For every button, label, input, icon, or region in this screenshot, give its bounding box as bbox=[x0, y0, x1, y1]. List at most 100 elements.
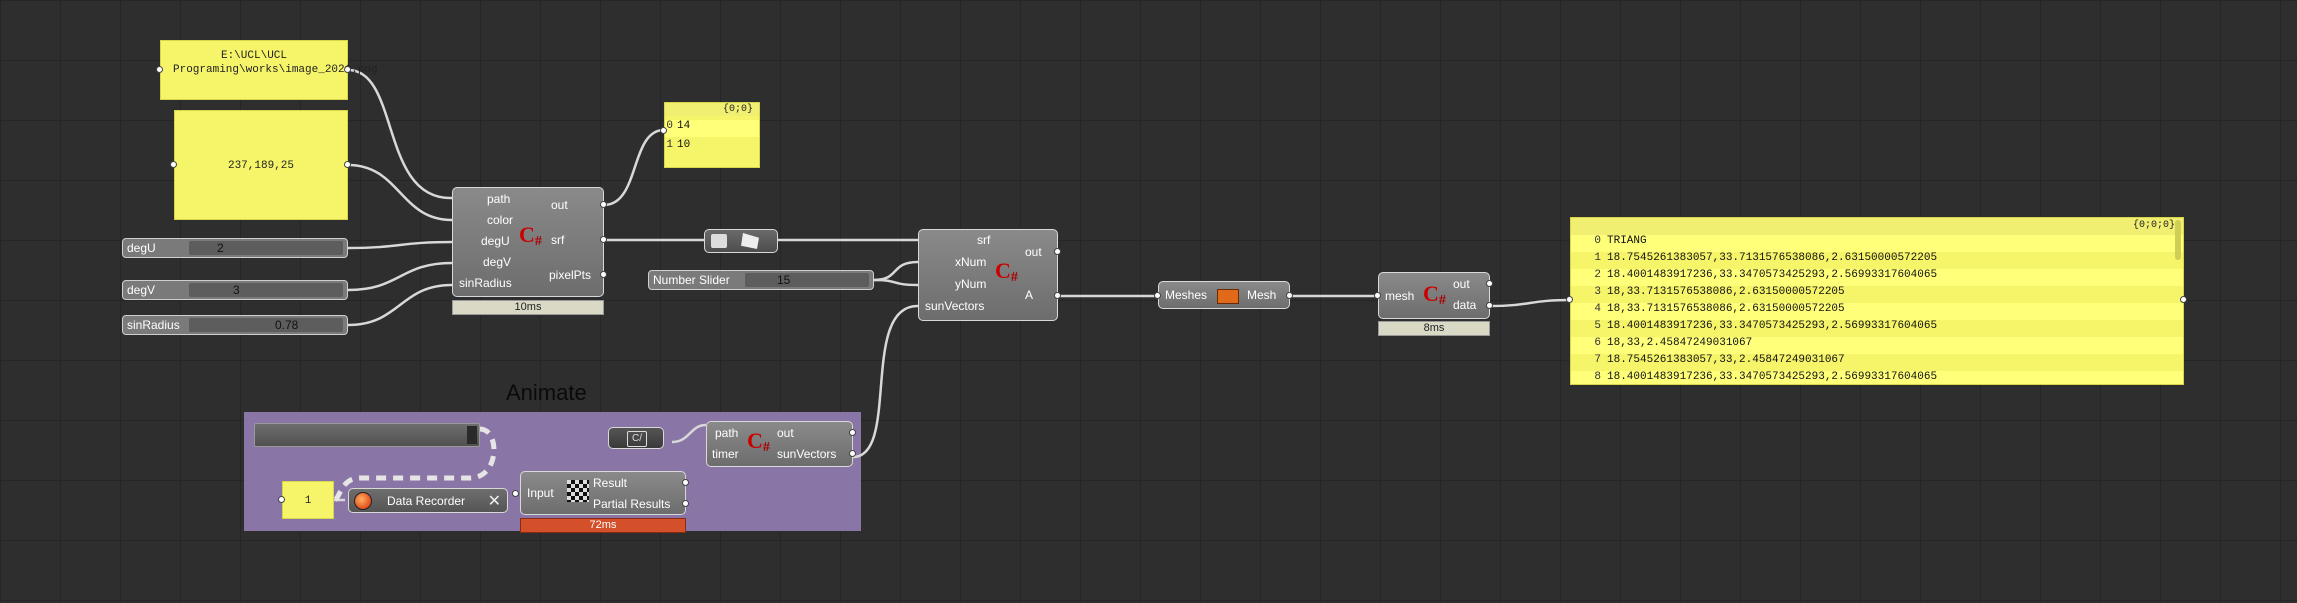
data-panel-header: {0;0;0} bbox=[1571, 218, 2183, 235]
slider-degu[interactable]: degU 2 bbox=[122, 238, 348, 258]
comp1-srf-pin[interactable] bbox=[600, 236, 607, 243]
comp1-out-pin[interactable] bbox=[600, 201, 607, 208]
scrollbar[interactable] bbox=[2175, 220, 2181, 260]
comp3-data-pin[interactable] bbox=[1486, 302, 1493, 309]
output-out[interactable]: out bbox=[777, 426, 794, 440]
wire-path bbox=[347, 68, 453, 200]
data-panel-out-pin[interactable] bbox=[2180, 296, 2187, 303]
data-panel-in-pin[interactable] bbox=[1566, 296, 1573, 303]
output-pixelpts[interactable]: pixelPts bbox=[549, 268, 592, 282]
timer-component[interactable]: C/ bbox=[608, 427, 664, 449]
output-out[interactable]: out bbox=[551, 198, 568, 212]
close-icon[interactable]: ✕ bbox=[487, 493, 501, 510]
slider-value: 3 bbox=[233, 283, 240, 297]
mesh-param-input[interactable]: Meshes bbox=[1165, 288, 1208, 302]
mesh-param[interactable]: Meshes Mesh bbox=[1158, 281, 1290, 309]
row-index: 1 bbox=[1594, 252, 1601, 264]
path-panel[interactable]: E:\UCL\UCL Programing\works\image_2021.p… bbox=[160, 40, 378, 100]
output-sunvectors[interactable]: sunVectors bbox=[777, 447, 837, 461]
timing-badge-error: 72ms bbox=[520, 518, 686, 533]
row-value: 18,33,2.45847249031067 bbox=[1607, 337, 1753, 349]
input-timer[interactable]: timer bbox=[712, 447, 739, 461]
row-index: 5 bbox=[1594, 320, 1601, 332]
csharp-component-mesh[interactable]: srf xNum yNum sunVectors out A C# bbox=[918, 229, 1058, 321]
color-panel[interactable]: 237,189,25 bbox=[174, 110, 348, 220]
list-panel-in-pin[interactable] bbox=[660, 127, 667, 134]
csharp-component-sun[interactable]: path timer out sunVectors C# bbox=[706, 421, 853, 467]
path-panel-text: E:\UCL\UCL Programing\works\image_2021.p… bbox=[173, 50, 378, 76]
csharp-icon: C# bbox=[747, 428, 770, 456]
slider-track[interactable] bbox=[189, 241, 343, 255]
input-degu[interactable]: degU bbox=[481, 234, 510, 248]
color-panel-out-pin[interactable] bbox=[344, 161, 351, 168]
csharp-component-image[interactable]: path color degU degV sinRadius out srf p… bbox=[452, 187, 604, 297]
slider-track[interactable] bbox=[189, 318, 343, 332]
color-panel-text: 237,189,25 bbox=[227, 160, 294, 172]
timer-icon: C/ bbox=[627, 431, 647, 447]
data-recorder[interactable]: Data Recorder ✕ bbox=[348, 488, 508, 513]
mesh-param-out-pin[interactable] bbox=[1286, 292, 1293, 299]
slider-track[interactable] bbox=[745, 273, 869, 287]
wire-sunvectors bbox=[852, 304, 919, 459]
output-out[interactable]: out bbox=[1453, 277, 1470, 291]
mesh-param-output[interactable]: Mesh bbox=[1247, 288, 1277, 302]
input-path[interactable]: path bbox=[487, 192, 511, 206]
output-a[interactable]: A bbox=[1025, 288, 1034, 302]
input-srf[interactable]: srf bbox=[977, 233, 991, 247]
recursion-partial-pin[interactable] bbox=[682, 500, 689, 507]
row-value: 18.7545261383057,33,2.45847249031067 bbox=[1607, 354, 1845, 366]
number-slider[interactable]: Number Slider 15 bbox=[648, 270, 874, 290]
slider-degv[interactable]: degV 3 bbox=[122, 280, 348, 300]
recursion-output-result[interactable]: Result bbox=[593, 476, 628, 490]
comp2-out-pin[interactable] bbox=[1054, 248, 1061, 255]
input-sunvectors[interactable]: sunVectors bbox=[925, 299, 985, 313]
preview-component[interactable] bbox=[704, 229, 778, 253]
input-mesh[interactable]: mesh bbox=[1385, 289, 1415, 303]
recursion-in-pin[interactable] bbox=[512, 490, 519, 497]
csharp-component-export[interactable]: mesh out data C# bbox=[1378, 272, 1490, 319]
counter-panel[interactable]: 1 bbox=[282, 481, 334, 519]
path-panel-in-pin[interactable] bbox=[156, 66, 163, 73]
input-sinradius[interactable]: sinRadius bbox=[459, 276, 512, 290]
row-value: TRIANG bbox=[1607, 235, 1647, 247]
output-srf[interactable]: srf bbox=[551, 233, 565, 247]
output-out[interactable]: out bbox=[1025, 245, 1042, 259]
row-value: 18,33.7131576538086,2.63150000572205 bbox=[1607, 286, 1845, 298]
input-degv[interactable]: degV bbox=[483, 255, 512, 269]
slider-track[interactable] bbox=[189, 283, 343, 297]
comp4-sunvectors-pin[interactable] bbox=[849, 450, 856, 457]
slider-sinradius[interactable]: sinRadius 0.78 bbox=[122, 315, 348, 335]
input-path[interactable]: path bbox=[715, 426, 739, 440]
input-color[interactable]: color bbox=[487, 213, 514, 227]
input-ynum[interactable]: yNum bbox=[955, 277, 987, 291]
comp3-in-pin[interactable] bbox=[1374, 292, 1381, 299]
comp2-a-pin[interactable] bbox=[1054, 292, 1061, 299]
row-index: 0 bbox=[1594, 235, 1601, 247]
row-index: 6 bbox=[1594, 337, 1601, 349]
counter-in-pin[interactable] bbox=[278, 496, 285, 503]
output-data[interactable]: data bbox=[1453, 298, 1477, 312]
wire-ynum bbox=[873, 278, 919, 287]
data-row: 5 18.4001483917236,33.3470573425293,2.569… bbox=[1571, 320, 2183, 337]
row-value: 18.4001483917236,33.3470573425293,2.5699… bbox=[1607, 320, 1938, 332]
recursion-input[interactable]: Input bbox=[527, 486, 554, 500]
recursion-result-pin[interactable] bbox=[682, 479, 689, 486]
comp3-out-pin[interactable] bbox=[1486, 280, 1493, 287]
wire-degV bbox=[347, 261, 453, 292]
comp1-pixelpts-pin[interactable] bbox=[600, 271, 607, 278]
mesh-icon bbox=[1217, 289, 1239, 304]
timer-progress-bar[interactable] bbox=[254, 423, 480, 447]
input-xnum[interactable]: xNum bbox=[955, 255, 987, 269]
path-panel-out-pin[interactable] bbox=[344, 66, 351, 73]
recursion-output-partial[interactable]: Partial Results bbox=[593, 497, 671, 511]
color-panel-in-pin[interactable] bbox=[170, 161, 177, 168]
comp4-out-pin[interactable] bbox=[849, 429, 856, 436]
mesh-param-in-pin[interactable] bbox=[1154, 292, 1161, 299]
recursion-component[interactable]: Input Result Partial Results bbox=[520, 471, 686, 515]
row-index: 2 bbox=[1594, 269, 1601, 281]
